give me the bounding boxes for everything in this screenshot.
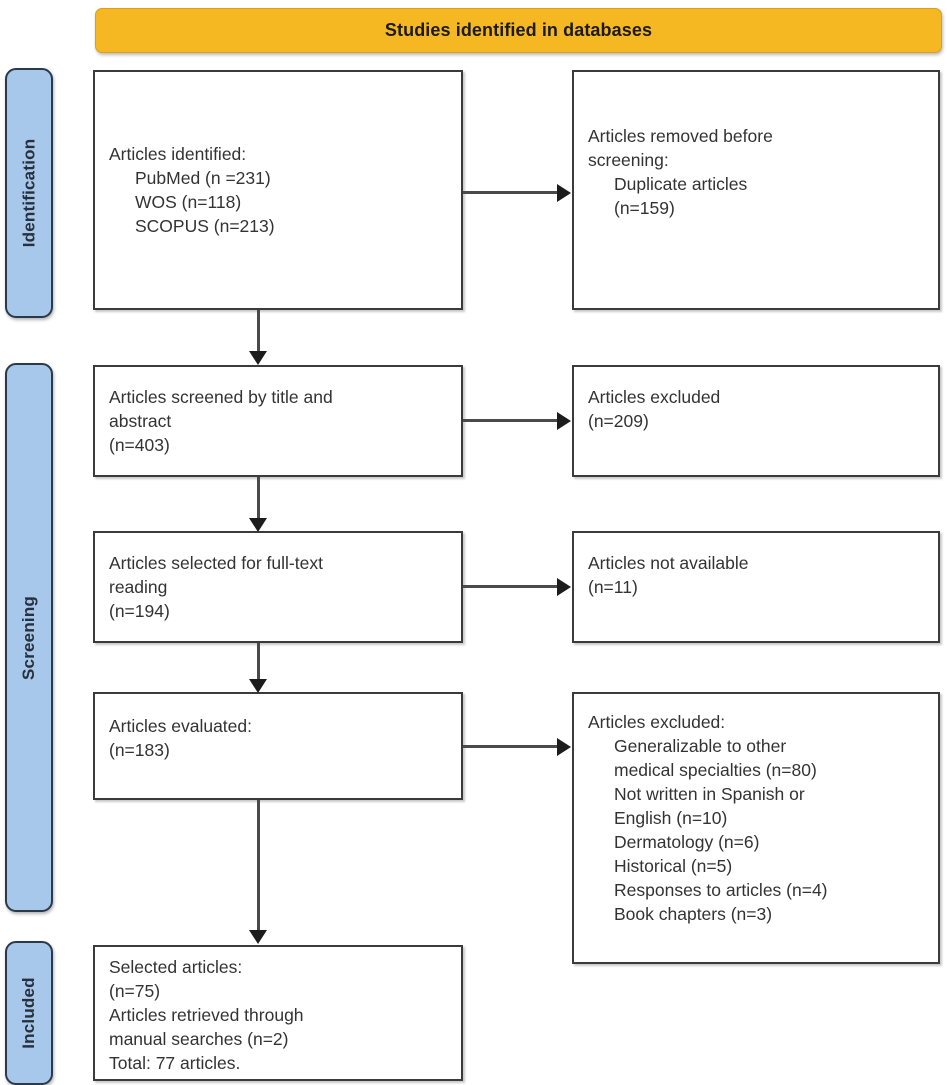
arrow-down-icon	[249, 679, 267, 693]
box-line: English (n=10)	[614, 808, 728, 828]
box-line: screening:	[588, 150, 669, 170]
box-articles-fulltext: Articles selected for full-text reading …	[93, 531, 463, 643]
box-line: Articles removed before	[588, 126, 773, 146]
box-line: (n=194)	[109, 601, 170, 621]
box-line: (n=183)	[109, 740, 170, 760]
connector-fulltext-to-notavailable	[463, 585, 559, 588]
connector-identified-to-removed	[463, 191, 559, 194]
box-articles-excluded-evaluation: Articles excluded: Generalizable to othe…	[572, 692, 940, 964]
phase-label-included: Included	[5, 941, 53, 1085]
box-line: reading	[109, 577, 168, 597]
connector-screened-to-excluded	[463, 419, 559, 422]
box-line: Dermatology (n=6)	[614, 832, 760, 852]
box-line: (n=159)	[614, 198, 675, 218]
box-line: PubMed (n =231)	[135, 168, 271, 188]
box-articles-excluded-screening: Articles excluded (n=209)	[572, 365, 940, 477]
box-line: Duplicate articles	[614, 174, 748, 194]
arrow-down-icon	[249, 351, 267, 365]
box-line: Responses to articles (n=4)	[614, 880, 828, 900]
box-line: Selected articles:	[109, 957, 243, 977]
box-line: abstract	[109, 411, 172, 431]
phase-label-identification: Identification	[5, 68, 53, 318]
phase-label-screening-text: Screening	[19, 595, 38, 680]
box-line: Not written in Spanish or	[614, 784, 805, 804]
page-title: Studies identified in databases	[384, 20, 653, 40]
arrow-right-icon	[557, 412, 571, 430]
box-articles-identified: Articles identified: PubMed (n =231) WOS…	[93, 70, 463, 310]
box-line: Articles identified:	[109, 144, 247, 164]
arrow-down-icon	[249, 518, 267, 532]
phase-label-screening: Screening	[5, 363, 53, 912]
connector-evaluated-to-excluded	[463, 745, 559, 748]
box-line: medical specialties (n=80)	[614, 760, 817, 780]
arrow-right-icon	[557, 738, 571, 756]
box-articles-screened: Articles screened by title and abstract …	[93, 365, 463, 477]
box-articles-removed: Articles removed before screening: Dupli…	[572, 70, 940, 310]
box-line: manual searches (n=2)	[109, 1029, 289, 1049]
box-line: SCOPUS (n=213)	[135, 216, 275, 236]
box-line: (n=75)	[109, 981, 161, 1001]
box-line: Articles not available	[588, 553, 749, 573]
connector-fulltext-to-evaluated	[257, 643, 260, 683]
arrow-down-icon	[249, 930, 267, 944]
phase-label-identification-text: Identification	[19, 138, 39, 248]
box-line: Articles excluded	[588, 387, 721, 407]
box-line: Articles evaluated:	[109, 716, 252, 736]
box-line: Generalizable to other	[614, 736, 787, 756]
connector-screened-to-fulltext	[257, 477, 260, 522]
arrow-right-icon	[557, 578, 571, 596]
header-banner: Studies identified in databases	[95, 8, 942, 53]
box-line: Articles excluded:	[588, 712, 726, 732]
box-line: Articles selected for full-text	[109, 553, 323, 573]
box-line: Book chapters (n=3)	[614, 904, 773, 924]
box-line: Historical (n=5)	[614, 856, 733, 876]
box-line: (n=11)	[588, 577, 638, 597]
box-articles-evaluated: Articles evaluated: (n=183)	[93, 692, 463, 800]
box-selected-articles: Selected articles: (n=75) Articles retri…	[93, 945, 463, 1081]
box-line: Total: 77 articles.	[109, 1053, 241, 1073]
connector-identified-to-screened	[257, 310, 260, 355]
box-line: (n=403)	[109, 435, 170, 455]
box-line: WOS (n=118)	[135, 192, 242, 212]
box-articles-not-available: Articles not available (n=11)	[572, 531, 940, 643]
box-line: Articles screened by title and	[109, 387, 333, 407]
arrow-right-icon	[557, 184, 571, 202]
phase-label-included-text: Included	[19, 977, 38, 1049]
box-line: Articles retrieved through	[109, 1005, 304, 1025]
box-line: (n=209)	[588, 411, 649, 431]
connector-evaluated-to-selected	[257, 800, 260, 932]
